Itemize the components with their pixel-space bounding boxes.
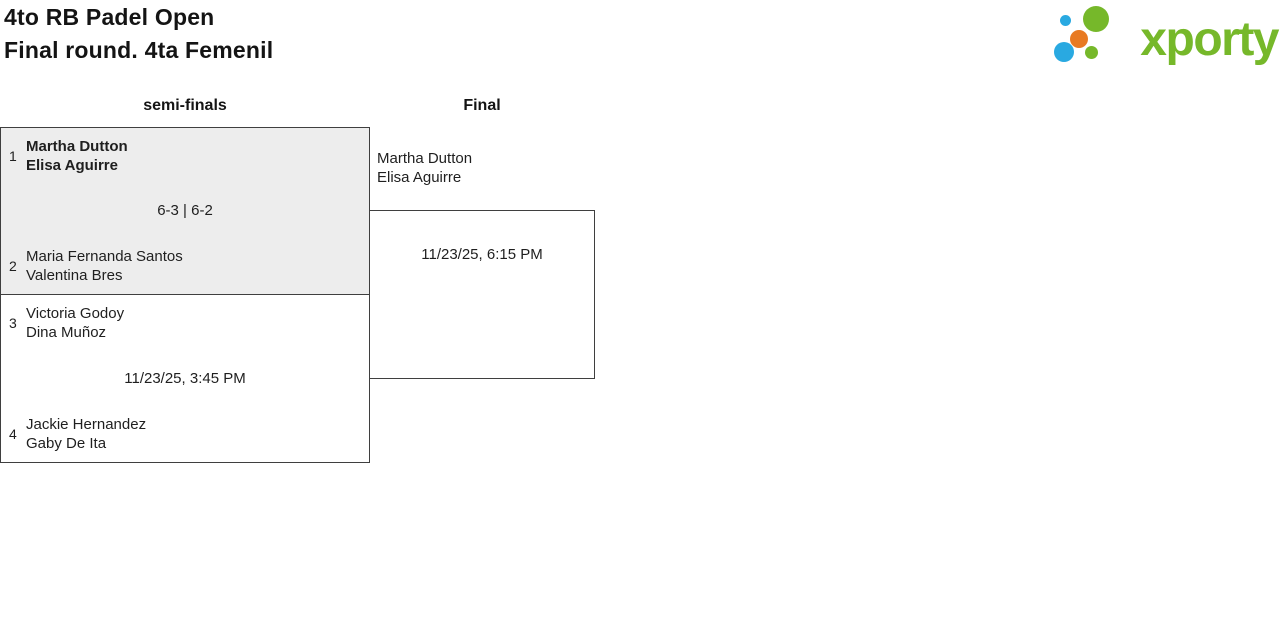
team-row-bottom: 2 Maria Fernanda Santos Valentina Bres: [1, 239, 369, 294]
player-name: Gaby De Ita: [26, 435, 107, 453]
team-names-winner: Martha Dutton Elisa Aguirre: [26, 137, 128, 175]
logo-dot-orange-icon: [1070, 30, 1088, 48]
team-row-top: 1 Martha Dutton Elisa Aguirre: [1, 128, 369, 183]
player-name: Jackie Hernandez: [26, 416, 147, 434]
team-names: Maria Fernanda Santos Valentina Bres: [26, 247, 183, 285]
match-schedule: 11/23/25, 6:15 PM: [421, 246, 543, 263]
final-team-advanced: Martha Dutton Elisa Aguirre: [377, 149, 472, 187]
match-final[interactable]: 11/23/25, 6:15 PM: [369, 210, 595, 379]
seed-number: 1: [9, 147, 17, 164]
logo-dot-green-small-icon: [1085, 46, 1098, 59]
team-row-bottom: 4 Jackie Hernandez Gaby De Ita: [1, 406, 369, 462]
seed-number: 4: [9, 426, 17, 443]
player-name: Elisa Aguirre: [377, 169, 462, 186]
logo-dot-blue-big-icon: [1054, 42, 1074, 62]
logo-wordmark: xporty: [1140, 13, 1279, 66]
tournament-header: 4to RB Padel Open Final round. 4ta Femen…: [4, 1, 273, 67]
team-names: Victoria Godoy Dina Muñoz: [26, 304, 124, 342]
page-title: 4to RB Padel Open: [4, 4, 215, 30]
player-name: Maria Fernanda Santos: [26, 248, 183, 266]
player-name: Valentina Bres: [26, 267, 123, 285]
match-semifinal-2[interactable]: 3 Victoria Godoy Dina Muñoz 11/23/25, 3:…: [0, 294, 370, 463]
player-name: Martha Dutton: [26, 137, 128, 155]
logo-dot-blue-small-icon: [1060, 15, 1071, 26]
player-name: Elisa Aguirre: [26, 156, 118, 174]
team-names: Jackie Hernandez Gaby De Ita: [26, 415, 146, 453]
match-schedule: 11/23/25, 3:45 PM: [124, 370, 246, 387]
match-semifinal-1[interactable]: 1 Martha Dutton Elisa Aguirre 6-3 | 6-2 …: [0, 127, 370, 295]
match-score: 6-3 | 6-2: [157, 202, 213, 220]
player-name: Victoria Godoy: [26, 304, 125, 322]
seed-number: 2: [9, 258, 17, 275]
xporty-logo[interactable]: xporty: [1045, 0, 1280, 72]
page-subtitle: Final round. 4ta Femenil: [4, 37, 274, 63]
round-header-semifinals: semi-finals: [143, 97, 227, 114]
player-name: Martha Dutton: [377, 150, 473, 167]
round-header-final: Final: [463, 97, 501, 114]
player-name: Dina Muñoz: [26, 323, 107, 341]
seed-number: 3: [9, 314, 17, 331]
team-row-top: 3 Victoria Godoy Dina Muñoz: [1, 295, 369, 351]
logo-dot-green-big-icon: [1083, 6, 1109, 32]
